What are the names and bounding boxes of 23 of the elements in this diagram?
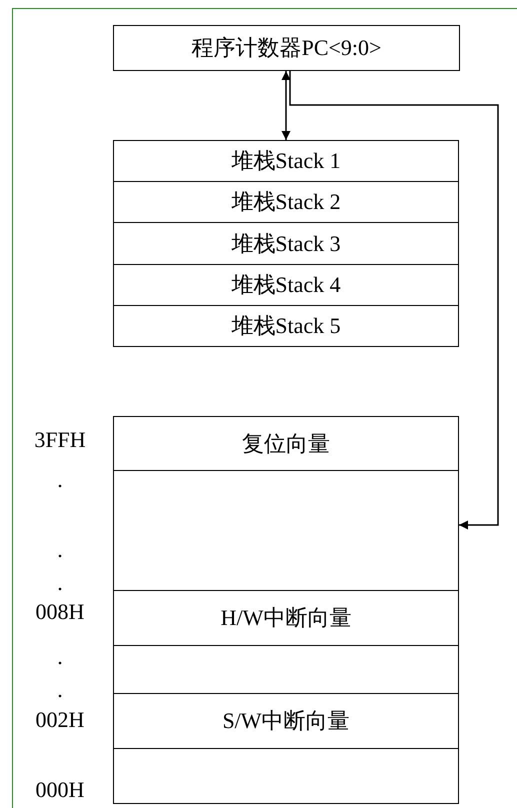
empty-memory-cell bbox=[113, 645, 459, 694]
memory-cell: H/W中断向量 bbox=[113, 590, 459, 646]
stack-cell: 堆栈Stack 2 bbox=[113, 181, 459, 223]
ellipsis-dot: . bbox=[56, 678, 64, 702]
stack-cell: 堆栈Stack 3 bbox=[113, 222, 459, 265]
empty-memory-cell bbox=[113, 748, 459, 804]
memory-cell: 复位向量 bbox=[113, 416, 459, 471]
address-label: 000H bbox=[34, 778, 86, 802]
ellipsis-dot: . bbox=[56, 571, 64, 595]
memory-cell: S/W中断向量 bbox=[113, 693, 459, 749]
stack-cell: 堆栈Stack 5 bbox=[113, 305, 459, 347]
register-box: 程序计数器PC<9:0> bbox=[113, 25, 460, 71]
address-label: 3FFH bbox=[33, 428, 87, 452]
ellipsis-dot: . bbox=[56, 468, 64, 492]
ellipsis-dot: . bbox=[56, 538, 64, 562]
arrow bbox=[289, 71, 499, 530]
address-label: 008H bbox=[34, 600, 86, 624]
ellipsis-dot: . bbox=[56, 645, 64, 669]
stack-cell: 堆栈Stack 4 bbox=[113, 264, 459, 306]
address-label: 002H bbox=[34, 708, 86, 732]
arrow bbox=[282, 71, 290, 140]
empty-memory-cell bbox=[113, 470, 459, 591]
stack-cell: 堆栈Stack 1 bbox=[113, 140, 459, 182]
